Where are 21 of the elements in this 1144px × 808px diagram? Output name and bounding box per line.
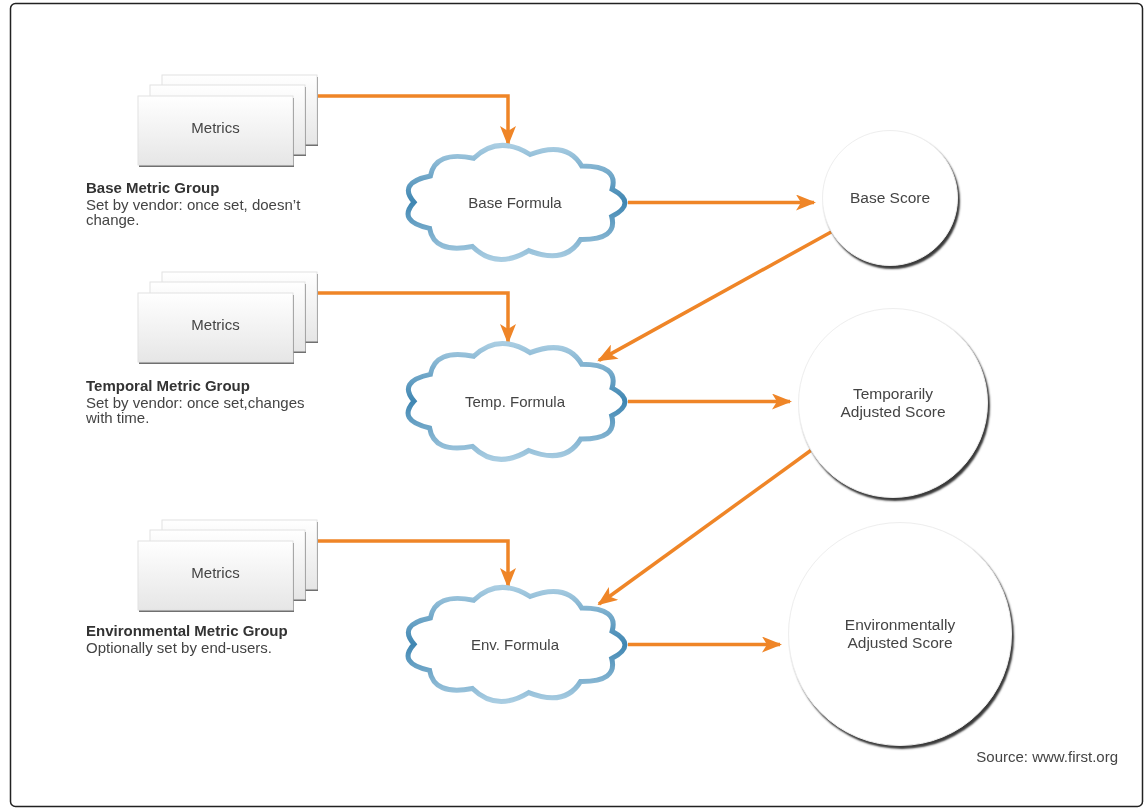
node-label: Temp. Formula bbox=[464, 392, 566, 410]
group-description: Optionally set by end-users. bbox=[86, 640, 273, 655]
arrow bbox=[628, 636, 782, 653]
node-label: Metrics bbox=[190, 119, 241, 136]
group-heading: Temporal Metric Group bbox=[86, 378, 250, 393]
score-circle: Base Score bbox=[822, 130, 958, 266]
arrow bbox=[597, 449, 812, 606]
node-label: Env. Formula bbox=[469, 635, 561, 653]
node-label: Metrics bbox=[190, 564, 241, 581]
score-circle: Environmentally Adjusted Score bbox=[788, 522, 1012, 746]
group-description: Set by vendor: once set, doesn’t change. bbox=[86, 197, 302, 227]
source-note: Source: www.first.org bbox=[976, 749, 1118, 764]
group-heading: Environmental Metric Group bbox=[86, 623, 288, 638]
group-heading: Base Metric Group bbox=[86, 180, 220, 195]
group-description: Set by vendor: once set,changes with time. bbox=[86, 395, 306, 425]
arrow bbox=[628, 194, 816, 211]
arrow bbox=[597, 230, 832, 362]
arrow bbox=[628, 393, 792, 410]
node-label: Base Formula bbox=[467, 193, 563, 211]
node-label: Metrics bbox=[190, 316, 241, 333]
score-circle: Temporarily Adjusted Score bbox=[798, 308, 988, 498]
